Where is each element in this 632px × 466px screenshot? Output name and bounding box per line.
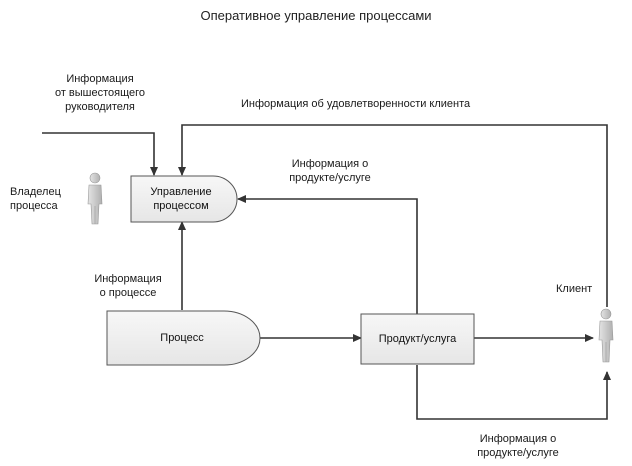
diagram-title: Оперативное управление процессами bbox=[200, 8, 432, 23]
arrow-from-superior bbox=[42, 132, 158, 176]
node-process bbox=[106, 310, 261, 366]
flow-satisfaction-label: Информация об удовлетворенности клиента bbox=[241, 98, 471, 110]
arrow-product-info-bottom bbox=[416, 365, 611, 420]
client-person-icon bbox=[598, 308, 614, 363]
node-management-label: Управление процессом bbox=[150, 186, 212, 212]
actor-client-label: Клиент bbox=[556, 283, 593, 295]
node-product-label: Продукт/услуга bbox=[378, 333, 457, 345]
arrow-satisfaction bbox=[178, 124, 608, 307]
arrow-product-info-top bbox=[237, 195, 418, 314]
owner-person-icon bbox=[87, 172, 103, 225]
flow-product-info-bottom-label: Информация о продукте/услуге bbox=[477, 433, 559, 459]
flow-from-superior-label: Информация от вышестоящего руководителя bbox=[54, 73, 146, 113]
node-product bbox=[360, 313, 475, 365]
node-management bbox=[130, 175, 238, 223]
flow-product-info-top-label: Информация о продукте/услуге bbox=[289, 158, 371, 184]
flow-process-info-label: Информация о процессе bbox=[94, 273, 162, 299]
node-process-label: Процесс bbox=[160, 332, 204, 344]
actor-owner-label: Владелец процесса bbox=[10, 186, 61, 212]
